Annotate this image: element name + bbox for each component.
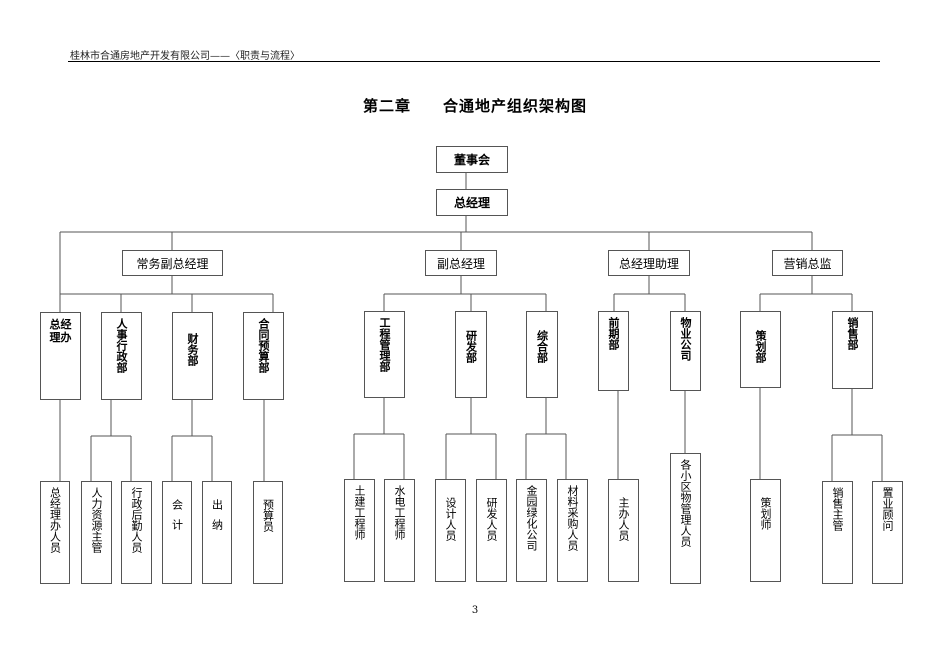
dept-box: 物业公司 bbox=[670, 311, 701, 391]
dept-label: 综合部 bbox=[535, 330, 549, 363]
dept-box: 综合部 bbox=[526, 311, 558, 398]
staff-label: 设计人员 bbox=[444, 497, 457, 541]
staff-box: 金园绿化公司 bbox=[516, 479, 547, 582]
staff-box: 研发人员 bbox=[476, 479, 507, 582]
chapter-title: 第二章 合通地产组织架构图 bbox=[362, 97, 587, 115]
board-box: 董事会 bbox=[436, 146, 508, 173]
staff-label: 策划师 bbox=[759, 497, 772, 530]
vp-box-assistant: 总经理助理 bbox=[608, 250, 690, 276]
page-number: 3 bbox=[471, 605, 479, 616]
dept-label: 策划部 bbox=[754, 330, 767, 363]
staff-box: 设计人员 bbox=[435, 479, 466, 582]
staff-label: 置业顾问 bbox=[881, 487, 894, 531]
header-rule bbox=[68, 61, 880, 62]
staff-label: 材料采购人员 bbox=[566, 485, 579, 551]
dept-box: 工程管理部 bbox=[364, 311, 405, 398]
dept-box: 人事行政部 bbox=[101, 312, 142, 400]
staff-box: 销售主管 bbox=[822, 481, 853, 584]
dept-label: 总经理办 bbox=[49, 318, 72, 344]
dept-box: 总经理办 bbox=[40, 312, 81, 400]
staff-label: 土建工程师 bbox=[353, 485, 366, 540]
staff-box: 主办人员 bbox=[608, 479, 639, 582]
staff-label: 出纳 bbox=[210, 499, 224, 539]
dept-label: 财务部 bbox=[186, 333, 199, 366]
staff-label: 行政后勤人员 bbox=[130, 487, 143, 553]
staff-label: 主办人员 bbox=[617, 497, 630, 541]
dept-label: 合同预算部 bbox=[257, 318, 270, 373]
dept-box: 前期部 bbox=[598, 311, 629, 391]
staff-box: 各小区物管理人员 bbox=[670, 453, 701, 584]
vp-box-marketing: 营销总监 bbox=[772, 250, 843, 276]
staff-label: 研发人员 bbox=[485, 497, 498, 541]
general-manager-box: 总经理 bbox=[436, 189, 508, 216]
staff-box: 行政后勤人员 bbox=[121, 481, 152, 584]
vp-box-deputy: 副总经理 bbox=[425, 250, 497, 276]
vp-box-executive: 常务副总经理 bbox=[122, 250, 223, 276]
staff-label: 水电工程师 bbox=[393, 485, 406, 540]
staff-box: 出纳 bbox=[202, 481, 232, 584]
staff-label: 金园绿化公司 bbox=[525, 485, 538, 551]
staff-box: 预算员 bbox=[253, 481, 283, 584]
staff-box: 置业顾问 bbox=[872, 481, 903, 584]
dept-box: 销售部 bbox=[832, 311, 873, 389]
staff-label: 会计 bbox=[170, 499, 184, 539]
staff-box: 总经理办人员 bbox=[40, 481, 70, 584]
staff-label: 预算员 bbox=[261, 499, 275, 532]
dept-label: 工程管理部 bbox=[378, 317, 391, 372]
staff-label: 销售主管 bbox=[831, 487, 844, 531]
staff-label: 总经理办人员 bbox=[48, 487, 62, 553]
staff-box: 水电工程师 bbox=[384, 479, 415, 582]
page-header: 桂林市合通房地产开发有限公司——〈职责与流程〉 bbox=[70, 51, 300, 62]
dept-label: 销售部 bbox=[846, 317, 859, 350]
dept-box: 财务部 bbox=[172, 312, 213, 400]
staff-box: 会计 bbox=[162, 481, 192, 584]
staff-label: 人力资源主管 bbox=[90, 487, 103, 553]
dept-label: 研发部 bbox=[464, 330, 478, 363]
staff-label: 各小区物管理人员 bbox=[679, 459, 692, 547]
staff-box: 土建工程师 bbox=[344, 479, 375, 582]
staff-box: 人力资源主管 bbox=[81, 481, 112, 584]
dept-label: 前期部 bbox=[607, 317, 620, 350]
staff-box: 策划师 bbox=[750, 479, 781, 582]
dept-box: 策划部 bbox=[740, 311, 781, 388]
dept-box: 合同预算部 bbox=[243, 312, 284, 400]
dept-label: 物业公司 bbox=[679, 317, 692, 361]
dept-box: 研发部 bbox=[455, 311, 487, 398]
staff-box: 材料采购人员 bbox=[557, 479, 588, 582]
dept-label: 人事行政部 bbox=[115, 318, 128, 373]
